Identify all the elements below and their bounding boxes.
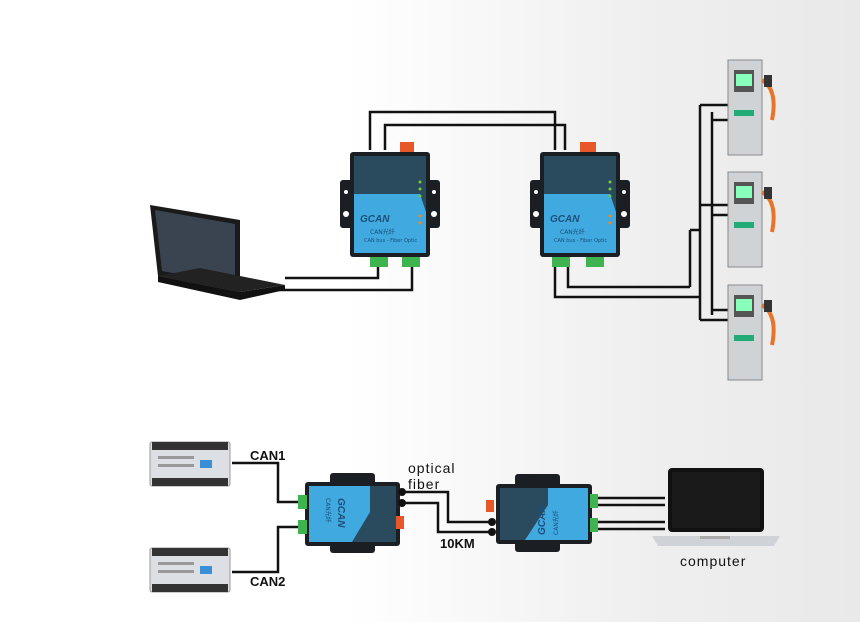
power-terminal [580, 142, 596, 152]
model-label: CAN光纤 [370, 228, 395, 236]
laptop-top [150, 205, 285, 300]
can-terminal [590, 518, 598, 532]
charging-station-3 [726, 283, 776, 382]
distance-label: 10KM [440, 536, 475, 551]
can-terminal [586, 257, 604, 267]
model-label: CAN光纤 [552, 510, 560, 535]
optical-label: optical [408, 460, 455, 476]
charging-station-2 [726, 170, 776, 269]
brand-logo: GCAN [550, 214, 580, 225]
can-terminal [402, 257, 420, 267]
can-terminal [298, 520, 307, 534]
can-device-1 [149, 441, 231, 487]
converter-top-1: GCAN CAN光纤 CAN bus - Fiber Optic [340, 142, 440, 267]
computer-laptop [652, 468, 780, 546]
can1-label: CAN1 [250, 448, 285, 463]
converter-top-2: GCAN CAN光纤 CAN bus - Fiber Optic [530, 142, 630, 267]
brand-logo: GCAN [537, 505, 548, 535]
converter-bottom-2: GCAN CAN光纤 [486, 474, 598, 552]
model-label: CAN光纤 [324, 498, 332, 523]
computer-label: computer [680, 553, 746, 569]
can-terminal [590, 494, 598, 508]
power-terminal [400, 142, 414, 152]
brand-logo: GCAN [360, 214, 390, 225]
can2-label: CAN2 [250, 574, 285, 589]
can-terminal [298, 495, 307, 509]
fiber-label: fiber [408, 476, 440, 492]
power-terminal [396, 516, 404, 529]
model-label: CAN光纤 [560, 228, 585, 236]
top-fiber-cables [270, 103, 728, 322]
can-terminal [370, 257, 388, 267]
subtitle-label: CAN bus - Fiber Optic [364, 238, 417, 244]
charging-station-1 [726, 58, 776, 157]
brand-logo: GCAN [335, 498, 346, 528]
can-terminal [552, 257, 570, 267]
power-terminal [486, 500, 494, 512]
can-device-2 [149, 547, 231, 593]
subtitle-label: CAN bus - Fiber Optic [554, 238, 607, 244]
bottom-cables [232, 461, 665, 574]
converter-bottom-1: GCAN CAN光纤 [298, 473, 406, 553]
